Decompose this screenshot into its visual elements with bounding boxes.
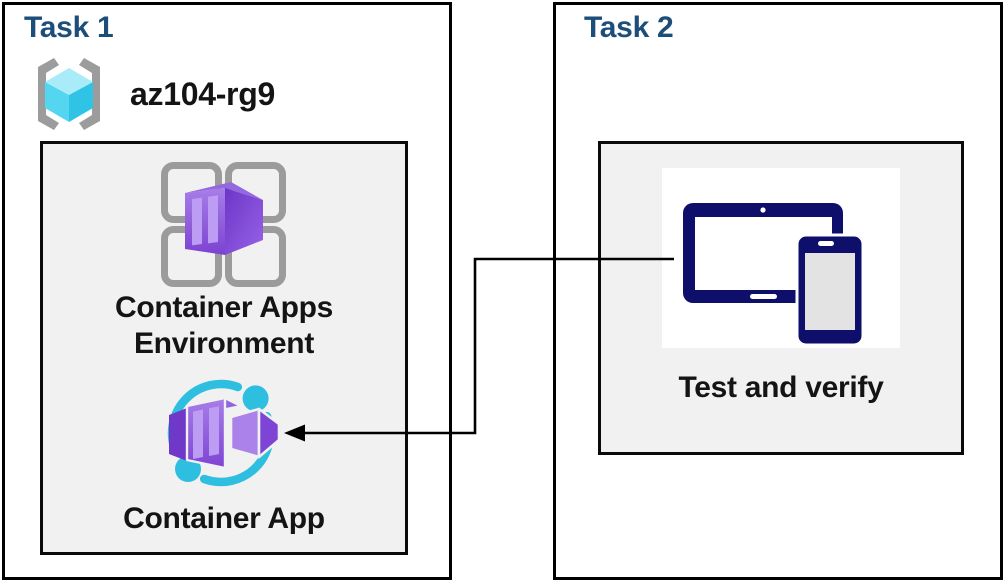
container-left-wedge [169,408,187,461]
task1-inner-panel: Container Apps Environment [40,141,408,555]
right-bracket-shape [79,58,100,130]
container-right-shape [229,407,281,459]
left-bracket-shape [38,58,59,130]
tablet-and-phone-icon [683,203,865,347]
cube-top-face [45,68,93,95]
resource-group-icon [38,58,100,130]
phone-shape [795,233,865,347]
resource-group: az104-rg9 [26,54,275,134]
cube-left-face [45,82,69,122]
resource-group-name: az104-rg9 [130,75,275,112]
container-apps-environment-icon [161,162,286,287]
device-icon-card [662,168,900,348]
container-apps-environment-label: Container Apps Environment [114,291,334,360]
container-app-label: Container App [123,502,325,535]
orbit-node-top-right [242,385,269,412]
task1-title: Task 1 [24,11,114,44]
task2-inner-panel: Test and verify [598,141,964,455]
cube-right-face [69,82,93,122]
tablet-camera-dot [760,207,766,213]
container-app-icon [167,379,281,487]
phone-speaker-bar [818,241,834,246]
task2-title: Task 2 [584,11,674,44]
container-main-stripes [193,406,219,459]
test-and-verify-label: Test and verify [678,371,884,404]
environment-container-shape [185,182,263,255]
tablet-home-button [750,294,777,299]
